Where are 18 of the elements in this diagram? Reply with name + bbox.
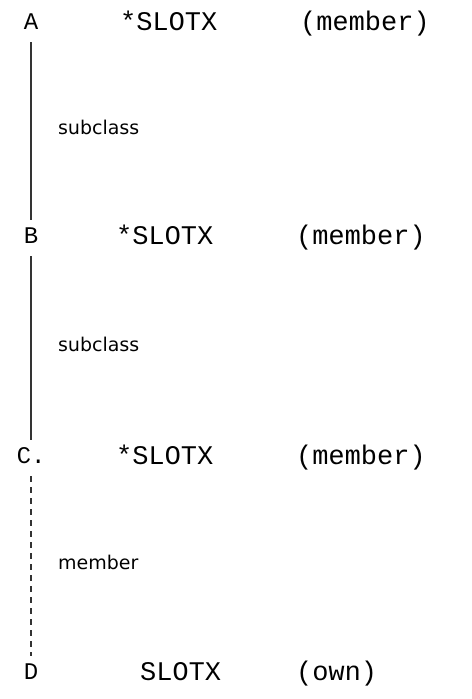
class-name: D (16, 658, 46, 690)
edge-label: member (58, 554, 138, 573)
slot-text: (member) (300, 11, 430, 38)
class-name: B (16, 222, 46, 254)
slot-text: (member) (296, 445, 426, 472)
slot-text: SLOTX (140, 661, 222, 688)
class-name: A (16, 8, 46, 40)
slot-text: (own) (296, 661, 378, 688)
connector-line (30, 256, 32, 440)
edge-label: subclass (58, 336, 140, 355)
slot-text: *SLOTX (120, 11, 218, 38)
edge-label: subclass (58, 119, 140, 138)
slot-text: (member) (296, 225, 426, 252)
class-name: C. (16, 442, 46, 474)
connector-line (30, 42, 32, 220)
slot-text: *SLOTX (116, 225, 214, 252)
connector-line (30, 476, 32, 656)
slot-text: *SLOTX (116, 445, 214, 472)
